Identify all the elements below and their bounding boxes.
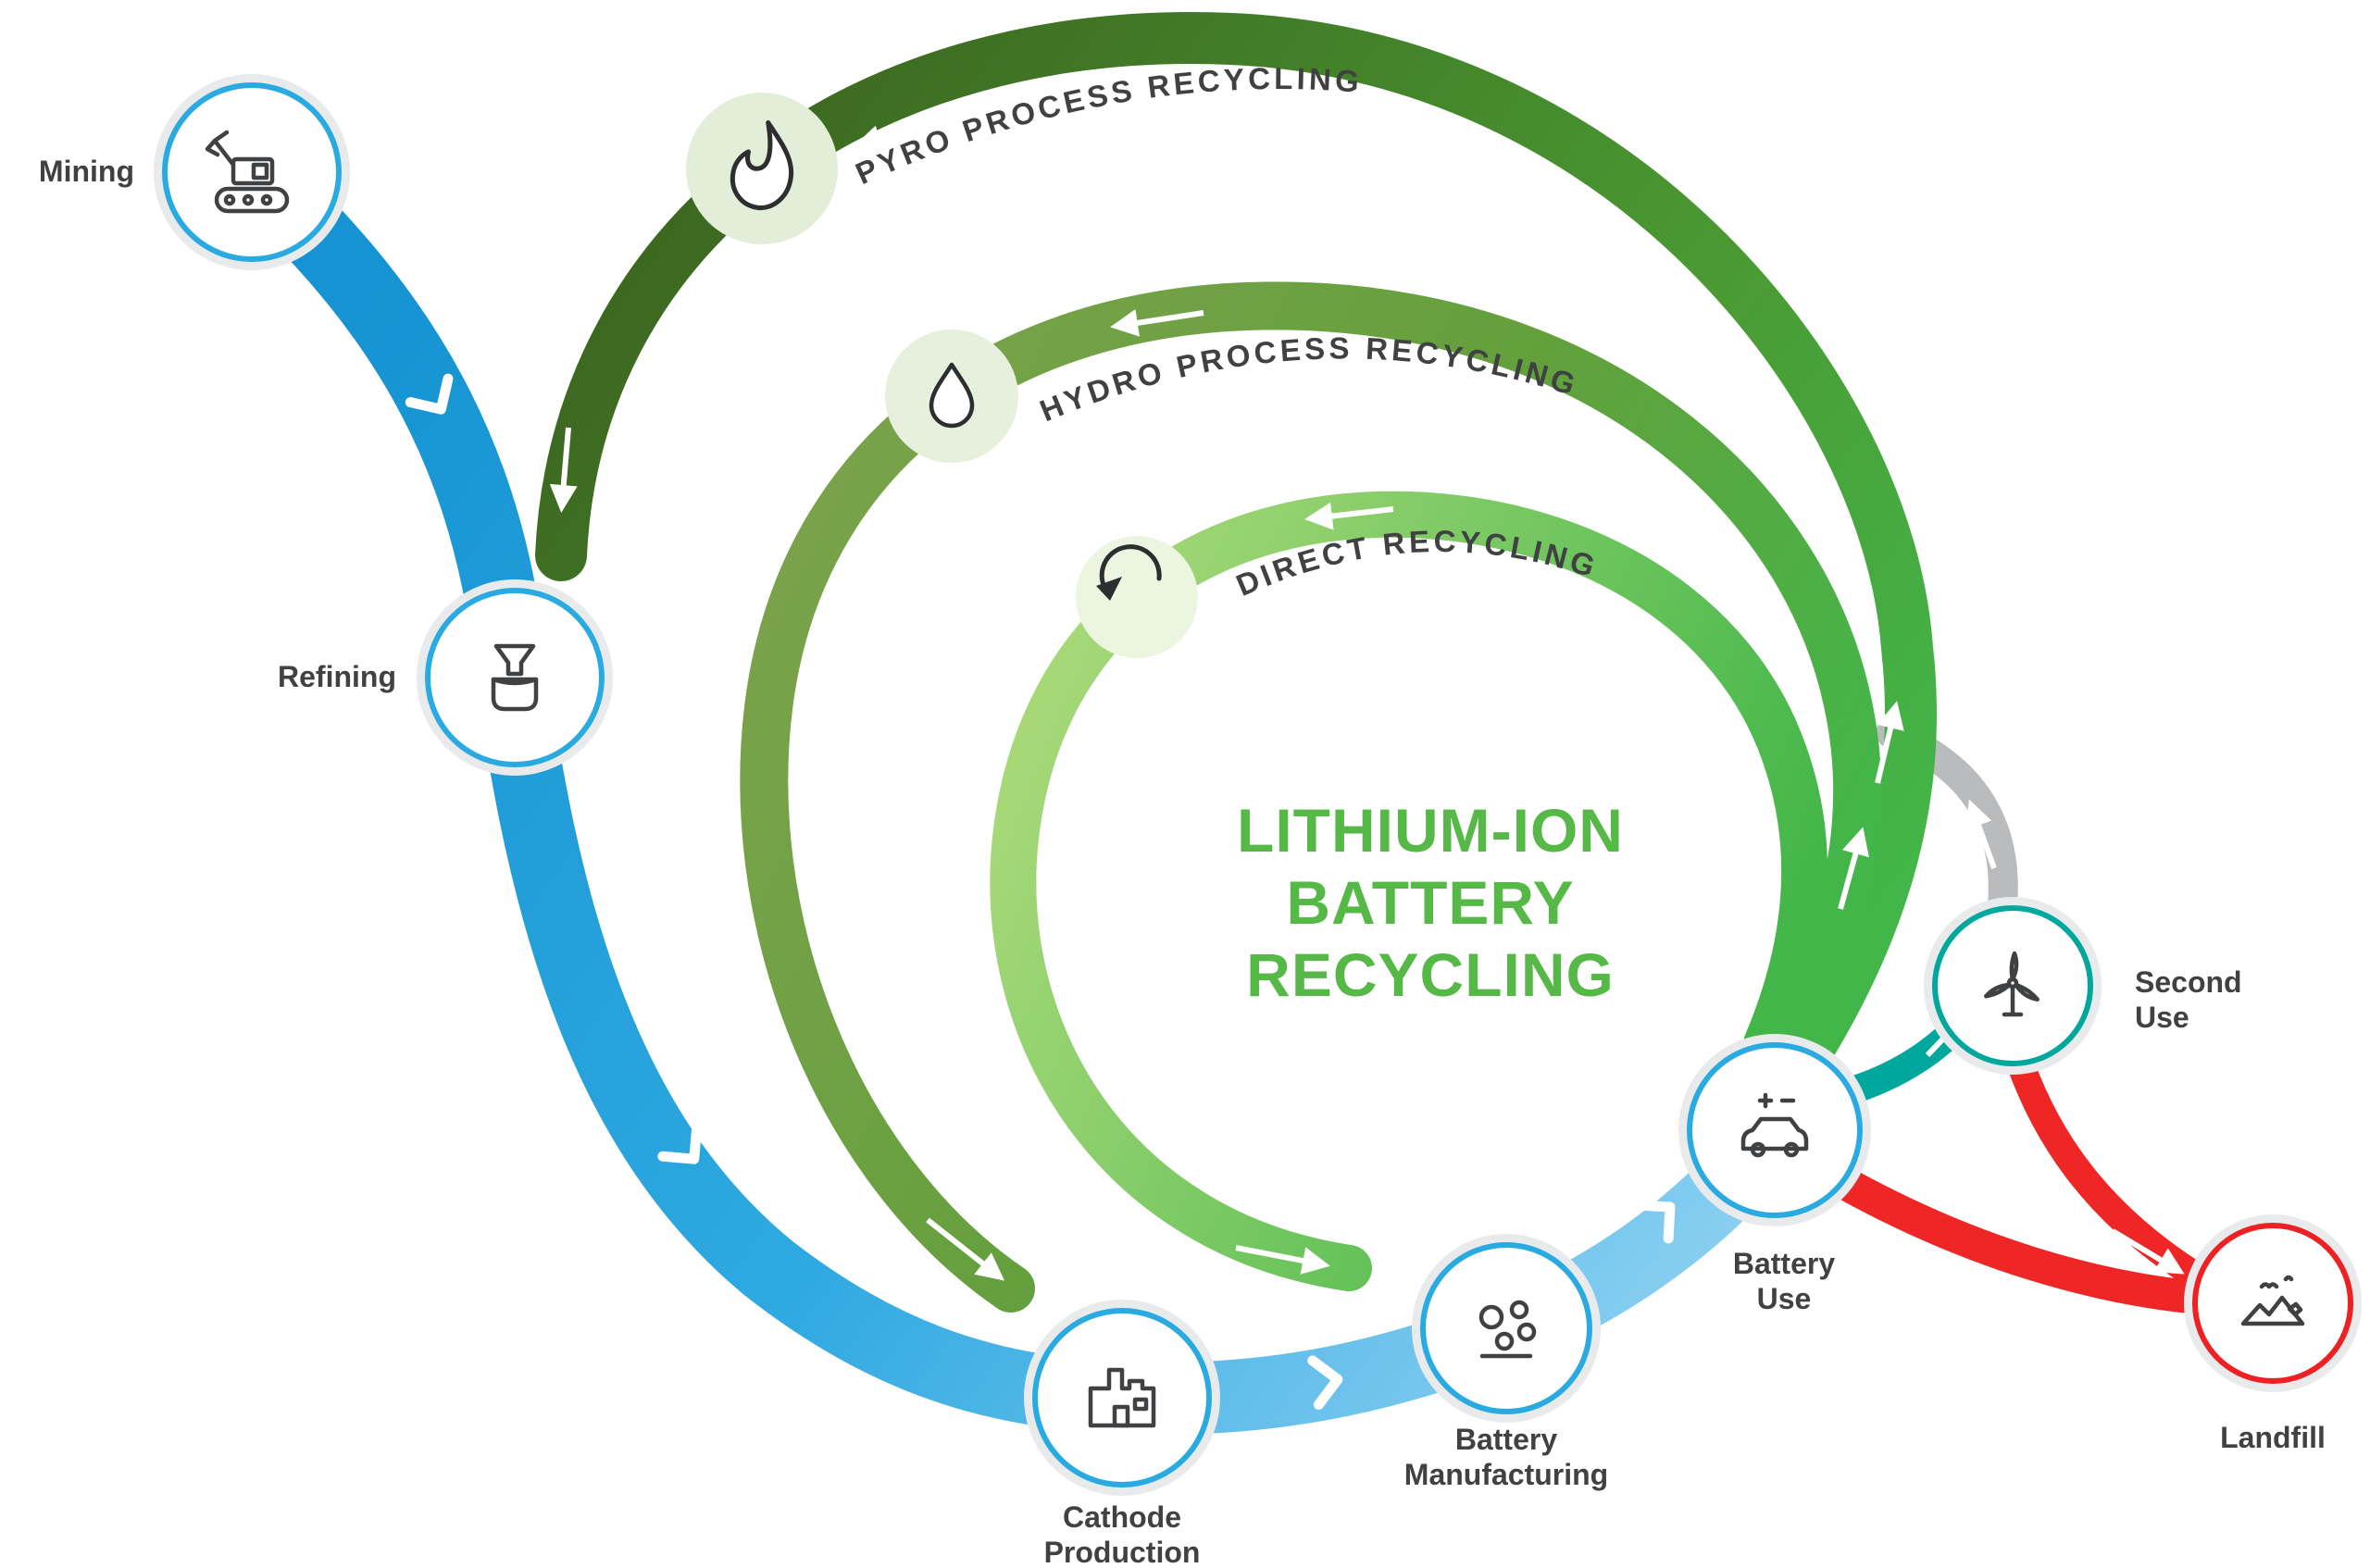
mining-node xyxy=(154,74,350,270)
flow-arrow-pyro-top xyxy=(853,116,950,153)
second-use-label-line1: Second xyxy=(2135,965,2242,999)
chevron-mining-refining xyxy=(405,373,454,415)
recycle-arrow-icon xyxy=(1096,544,1162,601)
wind-turbine-icon xyxy=(1984,951,2039,1017)
chevron-manufacturing-use xyxy=(1633,1200,1676,1244)
conveyor-rollers-icon xyxy=(1478,1300,1537,1359)
battery-use-node-circle xyxy=(1687,1042,1863,1218)
flow-arrow-direct-top xyxy=(1304,502,1394,530)
second-use-to-landfill-path xyxy=(2006,1049,2206,1288)
landfill-mound-icon xyxy=(2240,1275,2305,1326)
water-drop-icon xyxy=(929,362,975,429)
cathode-production-node xyxy=(1024,1300,1220,1496)
flame-icon xyxy=(730,119,794,210)
battery-use-label-line2: Use xyxy=(1757,1282,1812,1315)
cathode-label-line1: Cathode xyxy=(1063,1500,1181,1534)
flow-arrow-bundle-2 xyxy=(1875,701,1904,784)
refining-label: Refining xyxy=(278,660,396,693)
flow-arrow-hydro-top xyxy=(1110,309,1204,337)
landfill-node xyxy=(2184,1214,2362,1392)
battery-use-node xyxy=(1678,1034,1871,1226)
flow-arrow-pyro-end xyxy=(549,427,578,513)
battery-manufacturing-node-circle xyxy=(1420,1242,1592,1414)
battery-to-landfill-path xyxy=(1812,1157,2239,1316)
mining-label: Mining xyxy=(39,155,134,188)
hydro-recycling-arc xyxy=(740,281,1882,1313)
flow-arrow-grey xyxy=(1965,799,1997,870)
flow-arrow-hydro-end xyxy=(926,1217,1005,1281)
center-title-line3: RECYCLING xyxy=(1246,940,1615,1009)
center-title-line2: BATTERY xyxy=(1286,868,1574,937)
landfill-node-circle xyxy=(2192,1223,2353,1384)
car-battery-icon xyxy=(1740,1092,1809,1158)
flow-arrow-direct-end xyxy=(1235,1245,1330,1275)
chevron-refining-cathode xyxy=(657,1122,703,1164)
cathode-label-line2: Production xyxy=(1044,1536,1201,1568)
chevron-cathode-manufacturing xyxy=(1307,1355,1343,1410)
battery-manufacturing-node xyxy=(1412,1234,1601,1423)
cathode-node-circle xyxy=(1032,1308,1212,1487)
flow-arrow-bundle-1 xyxy=(1838,827,1869,910)
flow-arrow-red-seconduse xyxy=(2045,1070,2085,1126)
center-title-line1: LITHIUM-ION xyxy=(1237,796,1624,865)
battery-use-label-line1: Battery xyxy=(1733,1247,1835,1280)
refining-node xyxy=(417,579,613,776)
second-use-label-line2: Use xyxy=(2135,1001,2189,1034)
excavator-icon xyxy=(205,130,290,214)
direct-recycling-arc xyxy=(990,491,1828,1291)
direct-icon-patch xyxy=(1076,536,1198,658)
flow-arrow-red-landfill xyxy=(2111,1228,2185,1275)
battery-manufacturing-label-line2: Manufacturing xyxy=(1404,1458,1608,1491)
factory-icon xyxy=(1088,1367,1156,1428)
battery-manufacturing-label-line1: Battery xyxy=(1455,1423,1557,1456)
landfill-label: Landfill xyxy=(2220,1421,2326,1454)
second-use-node xyxy=(1924,897,2102,1075)
center-title: LITHIUM-ION BATTERY RECYCLING xyxy=(1237,796,1624,1009)
refinery-funnel-icon xyxy=(491,643,539,712)
